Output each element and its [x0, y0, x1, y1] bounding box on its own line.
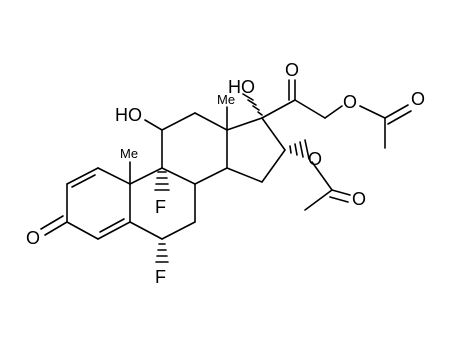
- bond-c13-c17: [226, 117, 263, 131]
- bond-c20-c21: [294, 99, 326, 119]
- atom-me-10: Me: [120, 146, 138, 161]
- bond-c17-oh-hashed: [242, 93, 263, 116]
- bond-c3-o: [44, 221, 68, 236]
- bond-o16-acyl-c: [311, 161, 333, 191]
- bond-c6-f-hashed: [155, 243, 169, 263]
- bond-c16-o-hashed: [289, 139, 310, 160]
- atom-o-ketone: O: [26, 228, 40, 248]
- ring-c: [161, 112, 228, 185]
- atom-o-16-acyl: O: [352, 189, 366, 209]
- bond-o21-acyl-c: [359, 105, 386, 119]
- bond-c3-c4: [66, 221, 99, 240]
- atom-labels: O F F Me HO HO Me O O O O O: [26, 60, 425, 287]
- bond-acyl16-methyl: [304, 189, 333, 211]
- bond-c12-c13: [194, 112, 228, 131]
- substituent-bonds: [129, 79, 412, 263]
- bond-c9-c8: [161, 167, 196, 185]
- bond-c9-f-hashed: [154, 171, 170, 191]
- bond-c17-c20: [261, 99, 296, 119]
- bond-c10-c9: [129, 167, 163, 185]
- bond-c11-oh: [144, 119, 163, 131]
- bond-c7-c6: [161, 221, 196, 240]
- bond-c6-c5: [129, 221, 163, 240]
- bond-c21-o: [324, 105, 343, 119]
- bond-acyl16-co-double: [329, 196, 349, 203]
- ring-b: [129, 167, 196, 240]
- bond-c1-c2-double: [71, 174, 96, 188]
- atom-oh-17: HO: [228, 77, 255, 97]
- bond-c16-c15: [261, 149, 286, 183]
- atom-o-20: O: [285, 60, 299, 80]
- ring-d: [226, 117, 286, 183]
- bond-c11-c12: [161, 112, 196, 131]
- atom-oh-11: HO: [115, 105, 142, 125]
- atom-f-6: F: [155, 267, 166, 287]
- bond-c3-o-double: [40, 215, 64, 230]
- bond-c15-c14: [226, 167, 263, 183]
- bond-c17-c16: [261, 117, 286, 151]
- bond-c4-c5: [97, 221, 131, 240]
- bond-c4-c5-double: [99, 218, 125, 233]
- atom-o-21: O: [343, 92, 357, 112]
- ring-a: [40, 167, 131, 240]
- atom-o-16: O: [308, 149, 322, 169]
- bond-c1-c2: [66, 167, 99, 185]
- bond-c14-c8: [194, 167, 228, 185]
- bond-acyl21-co-double: [387, 110, 412, 125]
- bond-acyl21-co: [384, 104, 409, 119]
- atom-me-13: Me: [217, 92, 235, 107]
- atom-f-9: F: [155, 197, 166, 217]
- bond-acyl16-co: [331, 189, 351, 196]
- atom-o-21-acyl: O: [411, 89, 425, 109]
- bond-c10-c1: [97, 167, 131, 185]
